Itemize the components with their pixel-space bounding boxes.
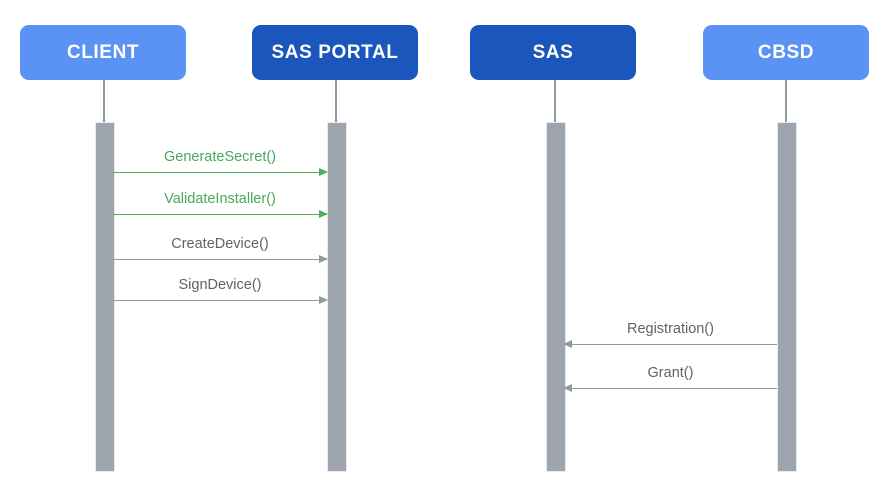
message-label: SignDevice() xyxy=(178,277,262,294)
message-label: Registration() xyxy=(626,321,715,338)
arrow-head-left-icon xyxy=(563,339,572,348)
activation-bar-client xyxy=(95,122,115,472)
participant-sas-label: SAS xyxy=(532,41,574,63)
message-line xyxy=(113,172,327,173)
message-label: ValidateInstaller() xyxy=(164,191,276,208)
message-line xyxy=(113,214,327,215)
message-line xyxy=(564,344,777,345)
participant-sas-portal-label: SAS PORTAL xyxy=(271,41,399,63)
participant-sas-portal[interactable]: SAS PORTAL xyxy=(252,25,418,80)
message-line xyxy=(113,259,327,260)
message-label: CreateDevice() xyxy=(171,236,269,253)
activation-bar-sas-portal xyxy=(327,122,347,472)
activation-bar-sas xyxy=(546,122,566,472)
lifeline-stem-cbsd xyxy=(785,80,787,122)
participant-sas[interactable]: SAS xyxy=(470,25,636,80)
message-label: GenerateSecret() xyxy=(163,149,277,166)
message-line xyxy=(113,300,327,301)
lifeline-stem-sas-portal xyxy=(335,80,337,122)
message-label: Grant() xyxy=(647,365,694,382)
activation-bar-cbsd xyxy=(777,122,797,472)
participant-client[interactable]: CLIENT xyxy=(20,25,186,80)
message-line xyxy=(564,388,777,389)
arrow-head-right-icon xyxy=(319,209,328,218)
participant-cbsd[interactable]: CBSD xyxy=(703,25,869,80)
arrow-head-right-icon xyxy=(319,295,328,304)
participant-cbsd-label: CBSD xyxy=(757,41,815,63)
lifeline-stem-sas xyxy=(554,80,556,122)
participant-client-label: CLIENT xyxy=(66,41,140,63)
arrow-head-right-icon xyxy=(319,167,328,176)
arrow-head-left-icon xyxy=(563,383,572,392)
lifeline-stem-client xyxy=(103,80,105,122)
arrow-head-right-icon xyxy=(319,254,328,263)
